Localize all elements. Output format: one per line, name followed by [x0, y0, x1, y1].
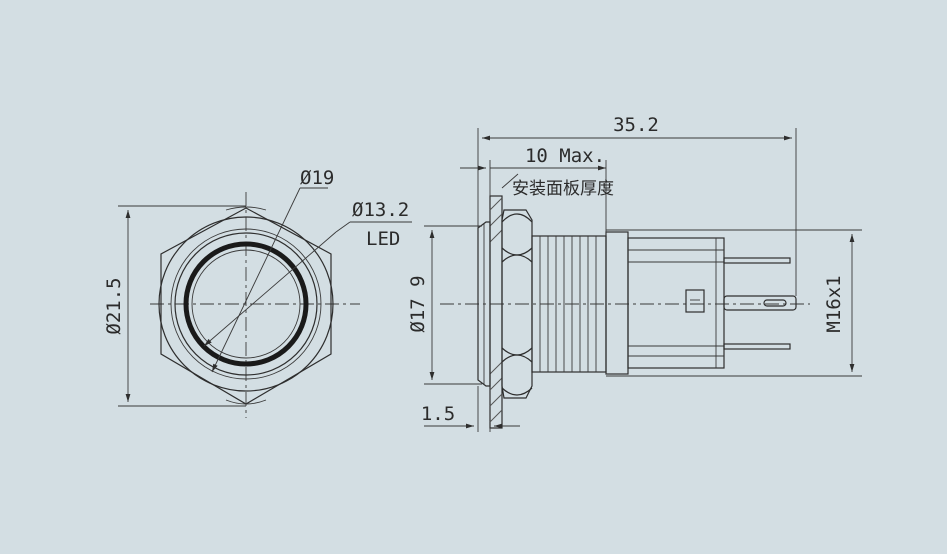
length-35-label: 35.2 — [613, 114, 659, 136]
hex-bottom-arc — [225, 399, 267, 405]
panel-hatching — [489, 197, 503, 423]
hex-top-arc — [225, 206, 267, 211]
led-inner-circle — [191, 249, 301, 359]
side-view — [424, 128, 862, 432]
dia13-leader — [203, 231, 337, 347]
dia21-label: Ø21.5 — [103, 277, 125, 334]
dia19-leader — [211, 187, 301, 373]
hex-nut-side — [501, 209, 533, 399]
led-ring-circle — [183, 241, 309, 367]
terminal-middle — [723, 295, 797, 311]
terminal-bottom — [723, 343, 791, 350]
thickness-15-label: 1.5 — [421, 403, 455, 425]
outer-bezel-circle — [158, 216, 334, 392]
mounting-panel — [489, 195, 503, 429]
rear-collar — [605, 231, 629, 375]
thread-lines — [539, 236, 597, 372]
panel-thickness-label: 安装面板厚度 — [512, 179, 614, 199]
terminal-top — [723, 257, 791, 264]
bezel-ring-circle — [174, 232, 318, 376]
inner-contact — [685, 289, 705, 313]
dia19-label: Ø19 — [300, 167, 334, 189]
front-view — [118, 187, 412, 418]
max-10-label: 10 Max. — [525, 145, 605, 167]
terminal-middle-hole — [763, 299, 787, 307]
rear-housing — [627, 237, 725, 369]
bezel-head — [477, 221, 491, 387]
dia17-label: Ø17 9 — [407, 275, 429, 332]
dia13-shelf — [335, 221, 351, 233]
m16-label: M16x1 — [823, 275, 845, 332]
led-label: LED — [366, 228, 400, 250]
dia13-label: Ø13.2 — [352, 199, 409, 221]
bezel-inner-circle — [170, 228, 322, 380]
